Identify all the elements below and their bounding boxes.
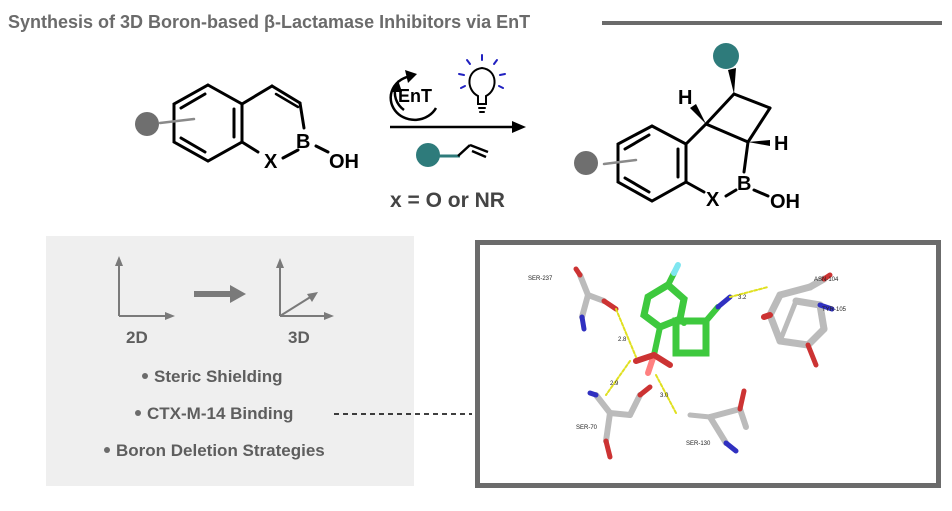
residue-label-ser70: SER-70 bbox=[576, 425, 598, 431]
reactant-hydroxyl-label: OH bbox=[329, 151, 359, 173]
product-boron-label: B bbox=[737, 173, 751, 195]
cycle-arrow-icon bbox=[389, 70, 438, 122]
reactant-heteroatom-label: X bbox=[264, 151, 278, 173]
bullet-dot bbox=[142, 372, 148, 379]
distance-label: 3.2 bbox=[738, 295, 747, 301]
reactant-substituent-dot bbox=[135, 112, 159, 136]
conversion-arrow bbox=[194, 285, 246, 303]
product-h-top-label: H bbox=[678, 87, 692, 109]
product-substituent-dot-teal bbox=[713, 43, 739, 69]
residue-label-tyr105: TYR-105 bbox=[822, 307, 847, 313]
properties-panel: 2D 3D Steric Shielding CTX-M-14 Binding … bbox=[46, 236, 414, 486]
residue-ser237 bbox=[573, 266, 619, 332]
label-3d: 3D bbox=[288, 328, 310, 347]
residue-label-ser237: SER-237 bbox=[528, 276, 553, 282]
page-title: Synthesis of 3D Boron-based β-Lactamase … bbox=[8, 12, 531, 32]
reactant-boron-label: B bbox=[296, 131, 310, 153]
distance-label: 2.8 bbox=[618, 337, 627, 343]
substituent-note: x = O or NR bbox=[390, 189, 505, 212]
hydrogen-bonds bbox=[605, 286, 769, 414]
distance-label: 2.9 bbox=[610, 381, 619, 387]
product-heteroatom-label: X bbox=[706, 189, 720, 211]
bullet-steric-shielding: Steric Shielding bbox=[142, 367, 282, 387]
bullet-ctx-binding: CTX-M-14 Binding bbox=[135, 404, 293, 424]
dimensionality-graphic: 2D 3D bbox=[115, 256, 334, 347]
docking-pose-frame: SER-237 ASN-104 TYR-105 SER-70 SER-130 3… bbox=[475, 240, 941, 488]
bullet-dot bbox=[135, 409, 141, 416]
light-bulb-icon bbox=[458, 54, 506, 113]
bullet-text: Boron Deletion Strategies bbox=[116, 441, 325, 460]
alkene-substituent-dot bbox=[416, 143, 440, 167]
residue-label-ser130: SER-130 bbox=[686, 441, 711, 447]
bullet-dot bbox=[104, 446, 110, 453]
product-wedge-h-top bbox=[690, 104, 706, 124]
alkene-reagent bbox=[435, 143, 489, 159]
product-structure bbox=[602, 92, 772, 203]
product-substituent-dot-gray bbox=[574, 151, 598, 175]
residue-label-asn104: ASN-104 bbox=[814, 277, 839, 283]
product-wedge-h-right bbox=[748, 140, 770, 146]
docking-pose-image: SER-237 ASN-104 TYR-105 SER-70 SER-130 3… bbox=[528, 262, 847, 460]
title-divider bbox=[602, 21, 942, 25]
bullet-boron-deletion: Boron Deletion Strategies bbox=[104, 441, 325, 461]
residue-ser70 bbox=[587, 384, 653, 460]
axes-3d-icon bbox=[276, 258, 334, 320]
distance-label: 3.0 bbox=[660, 393, 669, 399]
label-2d: 2D bbox=[126, 328, 148, 347]
ligand-molecule bbox=[633, 262, 733, 376]
bullet-text: CTX-M-14 Binding bbox=[147, 404, 294, 423]
bullet-text: Steric Shielding bbox=[154, 367, 283, 386]
product-hydroxyl-label: OH bbox=[770, 191, 800, 213]
reaction-arrow bbox=[390, 121, 526, 133]
reactant-structure bbox=[158, 83, 330, 163]
product-h-right-label: H bbox=[774, 133, 788, 155]
axes-2d-icon bbox=[115, 256, 175, 320]
residue-asn104-tyr105 bbox=[761, 272, 835, 368]
product-wedge-teal bbox=[728, 68, 736, 94]
ent-catalyst-label: EnT bbox=[398, 86, 432, 106]
residue-ser130 bbox=[687, 388, 749, 454]
